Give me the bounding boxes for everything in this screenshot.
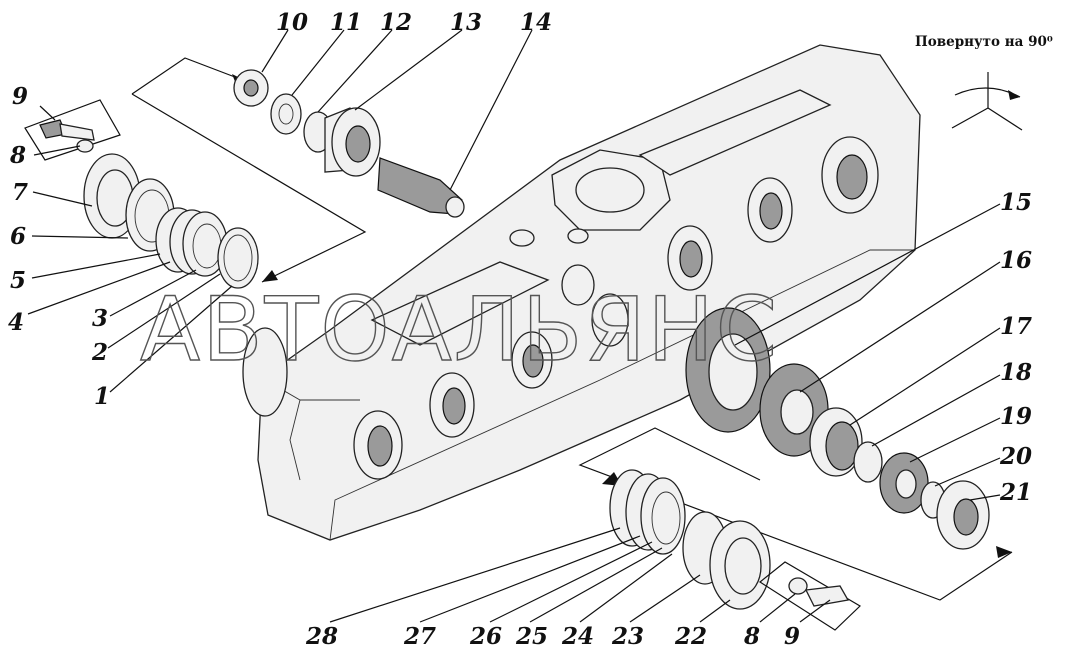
label-15: 15 bbox=[1000, 189, 1032, 216]
label-25: 25 bbox=[515, 623, 548, 650]
bolt-9-lower bbox=[805, 585, 850, 607]
label-9-top: 9 bbox=[12, 83, 28, 110]
rotation-symbol bbox=[951, 72, 1023, 131]
label-8-top: 8 bbox=[9, 142, 26, 169]
label-22: 22 bbox=[674, 623, 707, 650]
part-labels: 9 8 7 6 5 4 3 2 1 10 11 12 13 14 15 16 1… bbox=[8, 9, 1032, 650]
label-12: 12 bbox=[380, 9, 412, 36]
label-18: 18 bbox=[1000, 359, 1032, 386]
label-2: 2 bbox=[91, 339, 108, 366]
label-7: 7 bbox=[12, 179, 28, 206]
watermark-text: АВТОАЛЬЯНС bbox=[140, 278, 779, 381]
ring-18 bbox=[853, 441, 883, 483]
label-24: 24 bbox=[561, 623, 594, 650]
label-17: 17 bbox=[1000, 313, 1032, 340]
cover-plate-right bbox=[638, 89, 832, 176]
label-14: 14 bbox=[520, 9, 552, 36]
label-6: 6 bbox=[10, 223, 26, 250]
upper-shaft-assembly bbox=[131, 57, 465, 218]
label-11: 11 bbox=[330, 9, 362, 36]
label-10: 10 bbox=[276, 9, 308, 36]
label-5: 5 bbox=[10, 267, 26, 294]
lock-washer-11 bbox=[270, 93, 302, 135]
label-4: 4 bbox=[8, 309, 24, 336]
label-13: 13 bbox=[450, 9, 482, 36]
right-gear-assembly bbox=[578, 307, 1013, 601]
washer-8-lower bbox=[788, 577, 808, 595]
label-28: 28 bbox=[305, 623, 338, 650]
label-1: 1 bbox=[94, 383, 110, 410]
label-20: 20 bbox=[999, 443, 1032, 470]
rotation-note: Повернуто на 90⁰ bbox=[915, 34, 1053, 50]
label-16: 16 bbox=[1000, 247, 1032, 274]
label-27: 27 bbox=[403, 623, 436, 650]
label-19: 19 bbox=[1000, 403, 1032, 430]
gearbox-housing bbox=[242, 44, 921, 541]
lower-cover-assembly bbox=[602, 469, 861, 631]
cover-plate-left bbox=[370, 261, 550, 346]
label-8-bottom: 8 bbox=[743, 623, 760, 650]
label-9-bottom: 9 bbox=[784, 623, 800, 650]
left-cover-assembly bbox=[24, 93, 367, 289]
ring-1 bbox=[217, 227, 259, 289]
label-26: 26 bbox=[469, 623, 502, 650]
leader-lines bbox=[27, 29, 1001, 623]
label-23: 23 bbox=[611, 623, 644, 650]
label-3: 3 bbox=[92, 305, 108, 332]
label-21: 21 bbox=[999, 479, 1032, 506]
